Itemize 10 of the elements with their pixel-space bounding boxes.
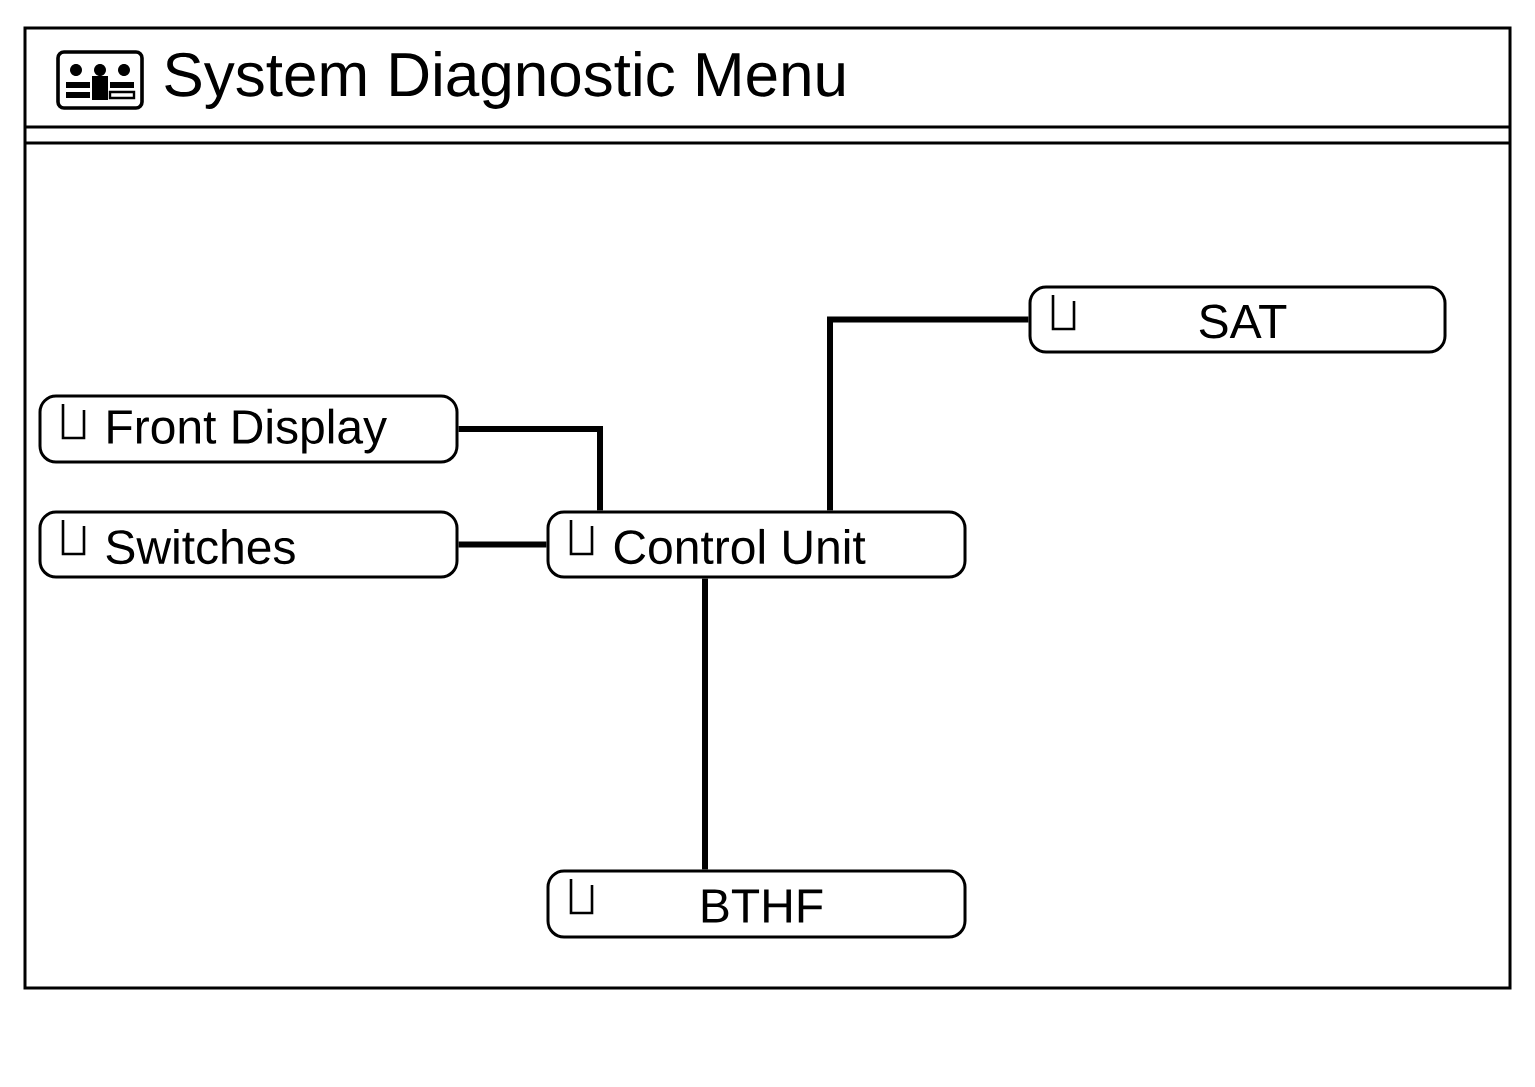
menu-box: BTHF	[546, 869, 967, 939]
menu-box: Control Unit	[546, 510, 967, 579]
menu-box: SAT	[1028, 285, 1447, 354]
connector-line	[458, 541, 547, 548]
menu-title: System Diagnostic Menu	[165, 51, 844, 109]
connector-line	[827, 316, 1029, 511]
connector-line	[458, 426, 603, 511]
menu-box: Front Display	[38, 394, 459, 464]
menu-box: Switches	[38, 510, 459, 579]
connector-line	[702, 578, 708, 870]
